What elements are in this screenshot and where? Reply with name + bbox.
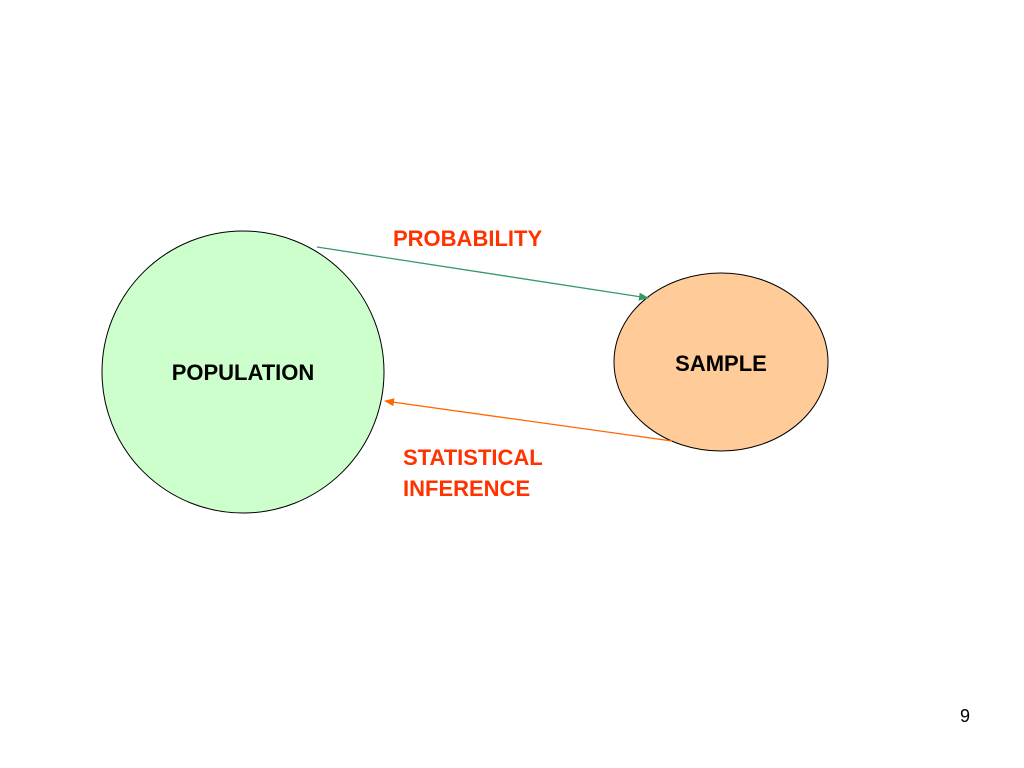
page-number: 9 xyxy=(959,706,970,726)
statistical-inference-arrow xyxy=(384,398,673,442)
sample-node xyxy=(613,272,829,452)
statistical-inference-label-line-2: INFERENCE xyxy=(403,476,530,501)
statistical-inference-label: STATISTICAL INFERENCE xyxy=(403,445,548,501)
sample-label: SAMPLE xyxy=(675,351,767,376)
statistical-inference-label-line-1: STATISTICAL xyxy=(403,445,542,470)
population-node xyxy=(101,230,385,514)
population-label: POPULATION xyxy=(172,360,315,385)
probability-label: PROBABILITY xyxy=(393,226,542,251)
probability-arrow xyxy=(316,246,649,301)
